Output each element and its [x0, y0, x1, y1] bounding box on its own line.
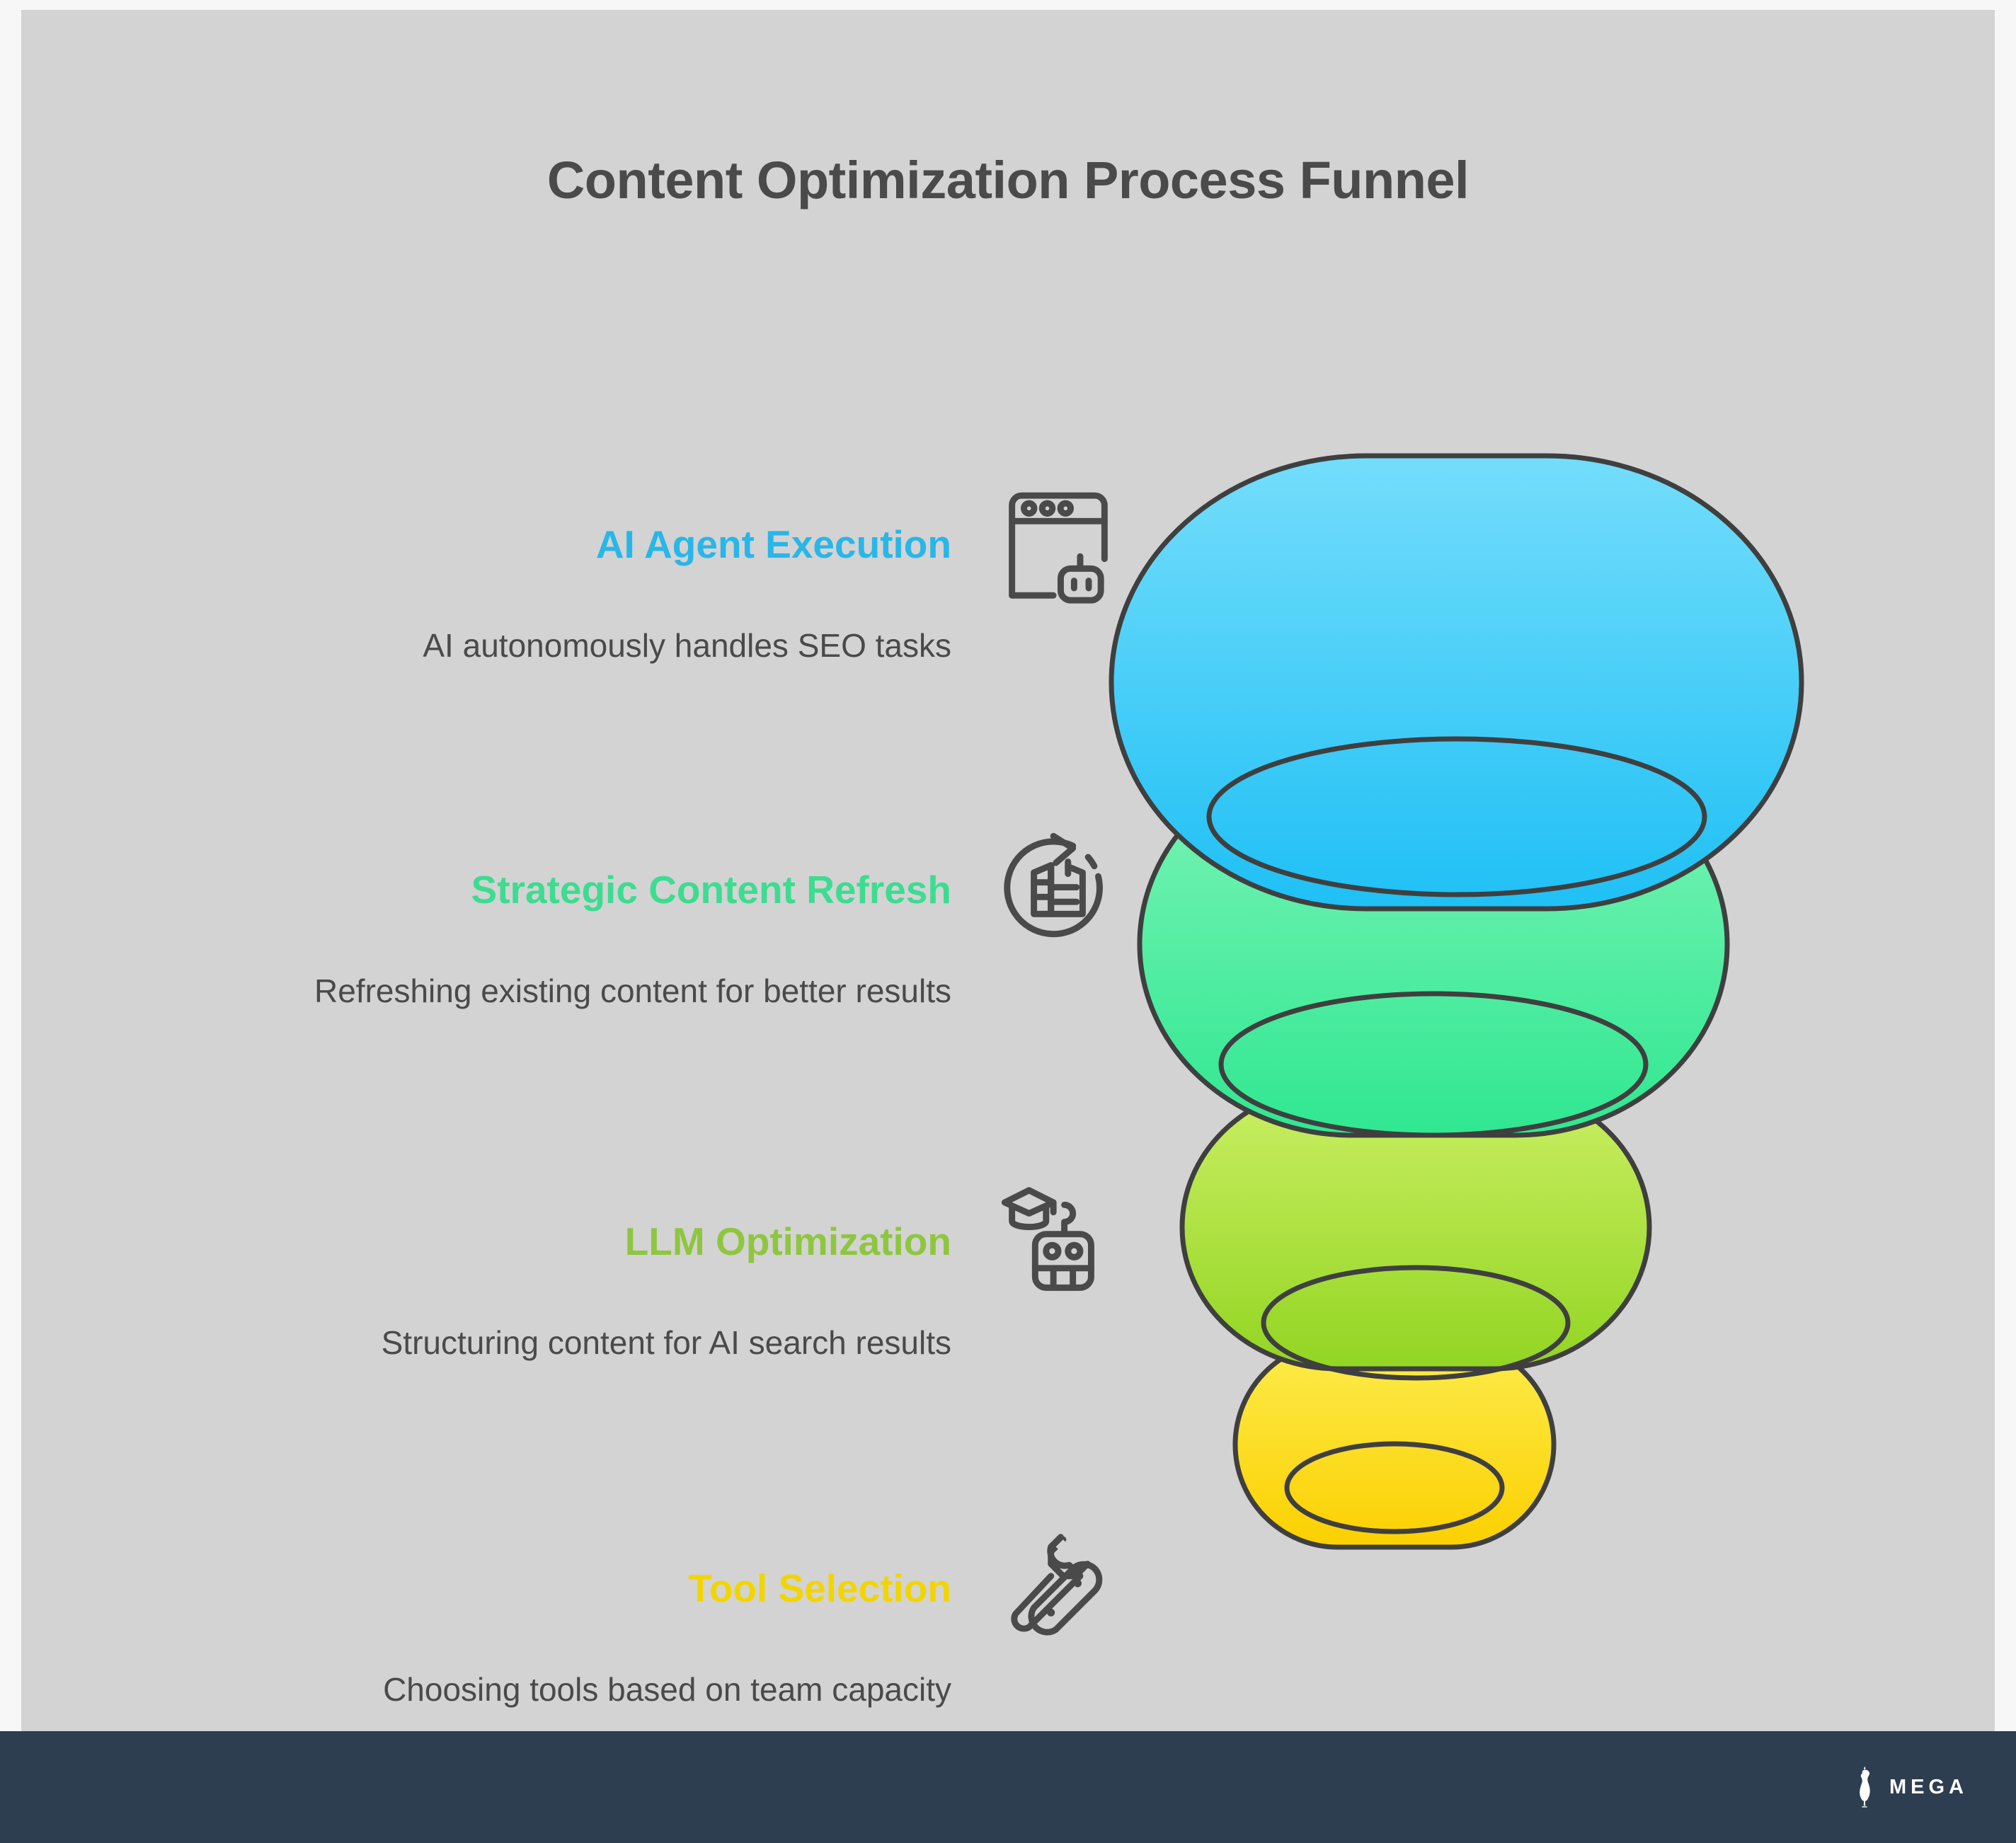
stage-header: LLM Optimization [21, 1174, 1126, 1309]
footer-bar: MEGA [0, 1731, 2016, 1843]
stage-header: AI Agent Execution [21, 477, 1126, 612]
stage-item-tool-selection[interactable]: Tool Selection Choosing tools based on t… [21, 1521, 1126, 1711]
stage-description: Structuring content for AI search result… [381, 1324, 951, 1361]
brand-name: MEGA [1889, 1775, 1968, 1798]
stage-header: Strategic Content Refresh [21, 822, 1126, 957]
stage-header: Tool Selection [21, 1521, 1126, 1655]
stage-description: Refreshing existing content for better r… [314, 972, 951, 1009]
stage-label: LLM Optimization [624, 1219, 951, 1263]
funnel-segment-tool-selection [1232, 1339, 1557, 1550]
tools-icon [991, 1521, 1126, 1655]
content-refresh-icon [991, 822, 1126, 957]
stage-list: AI Agent Execution [21, 10, 1126, 1731]
brand-logo[interactable]: MEGA [1855, 1767, 1968, 1808]
stage-item-ai-agent-execution[interactable]: AI Agent Execution [21, 477, 1126, 667]
browser-robot-icon [991, 477, 1126, 612]
stage-label: Strategic Content Refresh [471, 867, 951, 912]
stage-description: Choosing tools based on team capacity [383, 1671, 951, 1708]
stage-item-llm-optimization[interactable]: LLM Optimization [21, 1174, 1126, 1365]
stage-label: AI Agent Execution [595, 522, 951, 566]
stage-label: Tool Selection [688, 1566, 951, 1610]
funnel-diagram [1109, 449, 2003, 1652]
stage-item-strategic-content-refresh[interactable]: Strategic Content Refresh [21, 822, 1126, 1013]
stage-description: AI autonomously handles SEO tasks [423, 627, 951, 664]
content-canvas: Content Optimization Process Funnel AI A… [21, 10, 1995, 1731]
funnel-segment-ai-agent-execution [1109, 453, 1804, 912]
graduate-robot-icon [991, 1174, 1126, 1309]
statue-figure-icon [1860, 1767, 1870, 1808]
page-title: Content Optimization Process Funnel [546, 151, 1470, 209]
